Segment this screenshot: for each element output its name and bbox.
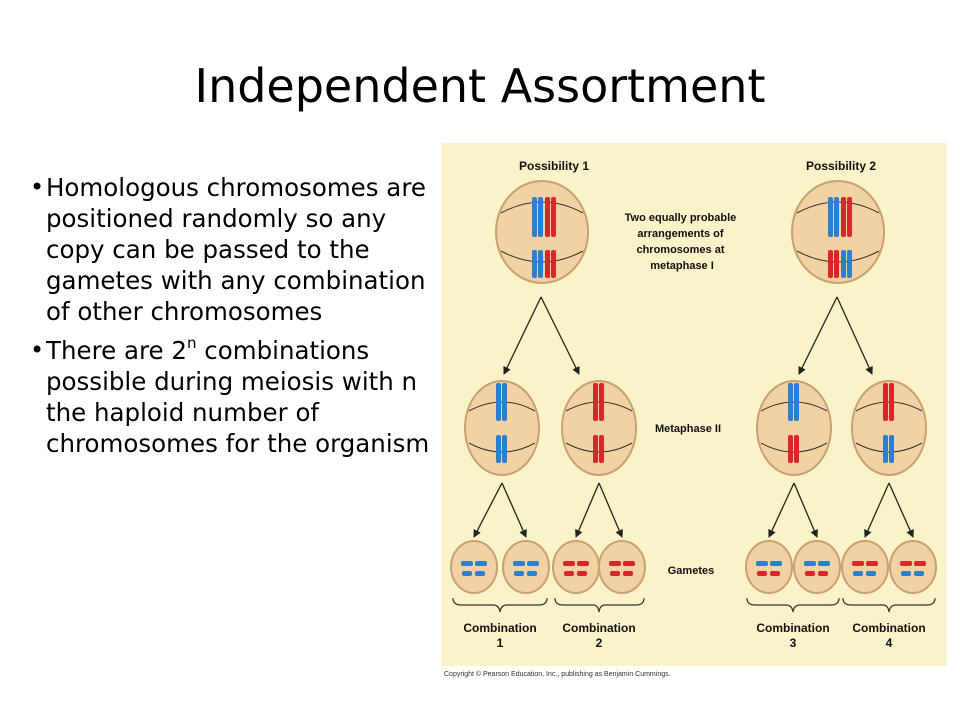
gametes-label: Gametes	[668, 565, 714, 577]
gamete-cell	[889, 540, 937, 594]
metaphase-ii-cell-blue	[464, 380, 540, 476]
combination-label: Combination	[852, 621, 925, 635]
combination-label: Combination	[463, 621, 536, 635]
bullet-item: • Homologous chromosomes are positioned …	[30, 172, 450, 327]
gamete-cell	[793, 540, 841, 594]
combination-number: 1	[497, 636, 504, 650]
metaphase-ii-label: Metaphase II	[655, 423, 721, 435]
gamete-cell	[841, 540, 889, 594]
arrangement-note-line: Two equally probable	[625, 212, 737, 224]
arrows-to-gametes	[473, 482, 914, 538]
arrangement-note-line: arrangements of	[637, 228, 724, 240]
possibility-2-label: Possibility 2	[806, 159, 876, 173]
chromosome-pair-red-blue	[828, 250, 852, 278]
chromosome-pair-blue-red	[532, 250, 556, 278]
bullet-text-pre: There are 2	[46, 336, 187, 365]
combination-number: 4	[886, 636, 893, 650]
arrangement-note-line: chromosomes at	[636, 244, 724, 256]
metaphase-ii-cell-blue-red	[756, 380, 832, 476]
metaphase-ii-cell-red	[561, 380, 637, 476]
arrangement-note-line: metaphase I	[650, 260, 714, 272]
bullet-text-post: combinations possible during meiosis wit…	[46, 336, 430, 458]
independent-assortment-figure: Possibility 1 Possibility 2 Two equally …	[441, 143, 947, 666]
bullet-dot-icon: •	[30, 173, 45, 201]
copyright-notice: Copyright © Pearson Education, Inc., pub…	[444, 671, 671, 678]
combination-number: 3	[790, 636, 797, 650]
chromosome-pair-blue-red	[532, 197, 556, 237]
combination-labels: Combination 1 Combination 2 Combination …	[463, 621, 925, 650]
gamete-cell	[598, 540, 646, 594]
possibility-1-label: Possibility 1	[519, 159, 589, 173]
combination-brackets	[452, 597, 936, 613]
bullet-dot-icon: •	[30, 336, 45, 364]
slide-title: Independent Assortment	[194, 59, 766, 113]
bullet-text: Homologous chromosomes are positioned ra…	[46, 173, 426, 326]
gamete-cell	[552, 540, 600, 594]
gamete-cells	[450, 540, 937, 594]
metaphase-i-cell-1	[495, 180, 589, 284]
combination-label: Combination	[756, 621, 829, 635]
bullet-text: There are 2n combinations possible durin…	[46, 335, 450, 459]
metaphase-i-cell-2	[791, 180, 885, 284]
metaphase-ii-cell-red-blue	[851, 380, 927, 476]
gamete-cell	[745, 540, 793, 594]
bullet-list: • Homologous chromosomes are positioned …	[30, 172, 450, 467]
gamete-cell	[450, 540, 498, 594]
bullet-item: • There are 2n combinations possible dur…	[30, 335, 450, 459]
arrows-to-metaphase-ii	[503, 296, 873, 375]
gamete-cell	[502, 540, 550, 594]
arrangement-note: Two equally probable arrangements of chr…	[625, 212, 740, 272]
exponent: n	[186, 333, 197, 352]
combination-label: Combination	[562, 621, 635, 635]
chromosome-pair-blue-red	[828, 197, 852, 237]
combination-number: 2	[596, 636, 603, 650]
